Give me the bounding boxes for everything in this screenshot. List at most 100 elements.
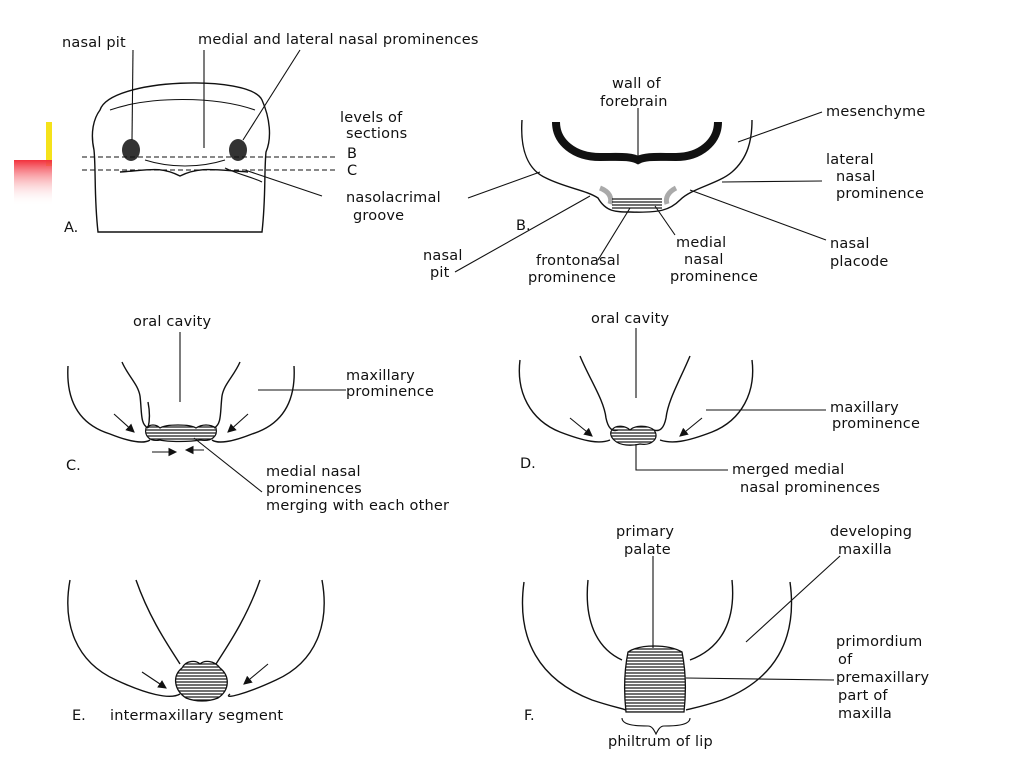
label-developing-2: maxilla: [838, 542, 892, 558]
label-primary-1: primary: [616, 524, 674, 540]
label-merging-2: prominences: [266, 481, 362, 497]
philtrum-brace: [621, 717, 691, 736]
leader-medial-nasal-b: [654, 205, 676, 236]
panel-a: nasal pit medial and lateral nasal promi…: [62, 32, 479, 236]
label-nasolacrimal-1: nasolacrimal: [346, 190, 441, 206]
panel-c: oral cavity maxillary prominence C. medi…: [66, 314, 449, 514]
section-f-inner-left: [586, 579, 623, 661]
section-e-inner-left: [135, 579, 181, 665]
forebrain-wall: [552, 121, 722, 165]
label-nasal-pit-b-1: nasal: [423, 248, 463, 264]
label-medial-lateral-prominences: medial and lateral nasal prominences: [198, 32, 479, 48]
leader-nasal-pit-b2: [454, 195, 591, 273]
section-e-outer-right: [227, 579, 325, 697]
label-primordium-4: part of: [838, 688, 888, 704]
arrow-e-right-icon: [243, 663, 269, 685]
section-c-inner-left: [121, 361, 149, 429]
label-medial-b-2: nasal: [684, 252, 724, 268]
leader-frontonasal: [597, 207, 631, 261]
panel-letter-e: E.: [72, 708, 86, 724]
label-primordium-1: primordium: [836, 634, 922, 650]
label-medial-b-1: medial: [676, 235, 726, 251]
panel-f: primary palate developing maxilla primor…: [521, 524, 929, 750]
nasal-placode-right: [663, 185, 678, 205]
label-developing-1: developing: [830, 524, 912, 540]
accent-pink-block: [14, 160, 52, 206]
label-placode-2: placode: [830, 254, 889, 270]
leader-developing-maxilla: [745, 555, 841, 643]
section-c-inner-right: [213, 361, 241, 429]
arrow-e-left-icon: [141, 671, 167, 689]
nasal-placode-left: [598, 185, 614, 205]
upper-forehead-fold: [109, 99, 256, 111]
leader-nasolacrimal: [244, 169, 323, 197]
label-merging-3: merging with each other: [266, 498, 449, 514]
leader-merging-c: [193, 437, 263, 493]
label-intermaxillary: intermaxillary segment: [110, 708, 283, 724]
leader-merged-d: [635, 444, 728, 471]
label-maxillary-d-1: maxillary: [830, 400, 899, 416]
label-nasal-pit-b-2: pit: [430, 265, 450, 281]
label-primary-2: palate: [624, 542, 671, 558]
panel-letter-d: D.: [520, 456, 536, 472]
label-merging-1: medial nasal: [266, 464, 361, 480]
section-d-inner-left: [579, 355, 619, 432]
label-lateral-3: prominence: [836, 186, 924, 202]
section-c-outer: [67, 365, 151, 443]
leader-lateral-nasal: [721, 180, 823, 183]
primary-palate-f: [624, 645, 686, 713]
merged-prominences-d: [610, 425, 657, 446]
leader-placode: [689, 189, 827, 241]
embryo-face-outline: [91, 82, 271, 233]
label-oral-cavity-d: oral cavity: [591, 311, 670, 327]
merging-prominences-c: [145, 424, 217, 443]
section-e-inner-right: [215, 579, 261, 665]
panel-letter-c: C.: [66, 458, 81, 474]
label-nasolacrimal-2: groove: [353, 208, 404, 224]
panel-b: wall of forebrain mesenchyme lateral nas…: [423, 76, 925, 286]
label-lateral-2: nasal: [836, 169, 876, 185]
label-level-b: B: [347, 146, 357, 162]
leader-primordium: [685, 677, 835, 681]
label-medial-b-3: prominence: [670, 269, 758, 285]
label-maxillary-c-2: prominence: [346, 384, 434, 400]
label-merged-1: merged medial: [732, 462, 844, 478]
panel-letter-a: A.: [64, 220, 78, 236]
label-merged-2: nasal prominences: [740, 480, 880, 496]
arrow-c-left-icon: [113, 413, 135, 433]
panel-d: oral cavity maxillary prominence D. merg…: [518, 311, 920, 496]
section-f-outer-left: [521, 581, 627, 711]
label-nasal-pit: nasal pit: [62, 35, 126, 51]
leader-nasal-pit: [131, 49, 134, 141]
leader-lateral-prominence: [242, 49, 301, 141]
label-maxillary-c-1: maxillary: [346, 368, 415, 384]
panel-letter-b: B.: [516, 218, 531, 234]
label-level-c: C: [347, 163, 357, 179]
section-d-outer-left: [518, 359, 611, 443]
panel-letter-f: F.: [524, 708, 535, 724]
section-c-outer-right: [211, 365, 295, 443]
arrow-c-right-icon: [227, 413, 249, 433]
stomodeum-line: [119, 168, 249, 177]
section-e-outer-left: [67, 579, 181, 697]
label-wall-1: wall of: [612, 76, 661, 92]
label-lateral-1: lateral: [826, 152, 874, 168]
label-placode-1: nasal: [830, 236, 870, 252]
oral-cavity-c: [147, 401, 151, 429]
leader-mesenchyme: [737, 111, 823, 143]
nasal-pit-left-icon: [122, 139, 140, 161]
label-wall-2: forebrain: [600, 94, 668, 110]
nasal-ridge: [144, 159, 226, 167]
label-primordium-2: of: [838, 652, 853, 668]
nasal-pit-right-icon: [229, 139, 247, 161]
label-oral-cavity-c: oral cavity: [133, 314, 212, 330]
section-b-outline: [521, 119, 753, 213]
section-f-outer-right: [685, 581, 793, 711]
label-frontonasal-1: frontonasal: [536, 253, 620, 269]
panel-e: E. intermaxillary segment: [67, 579, 325, 724]
medial-nasal-hatch: [612, 198, 662, 210]
label-primordium-3: premaxillary: [836, 670, 929, 686]
label-maxillary-d-2: prominence: [832, 416, 920, 432]
